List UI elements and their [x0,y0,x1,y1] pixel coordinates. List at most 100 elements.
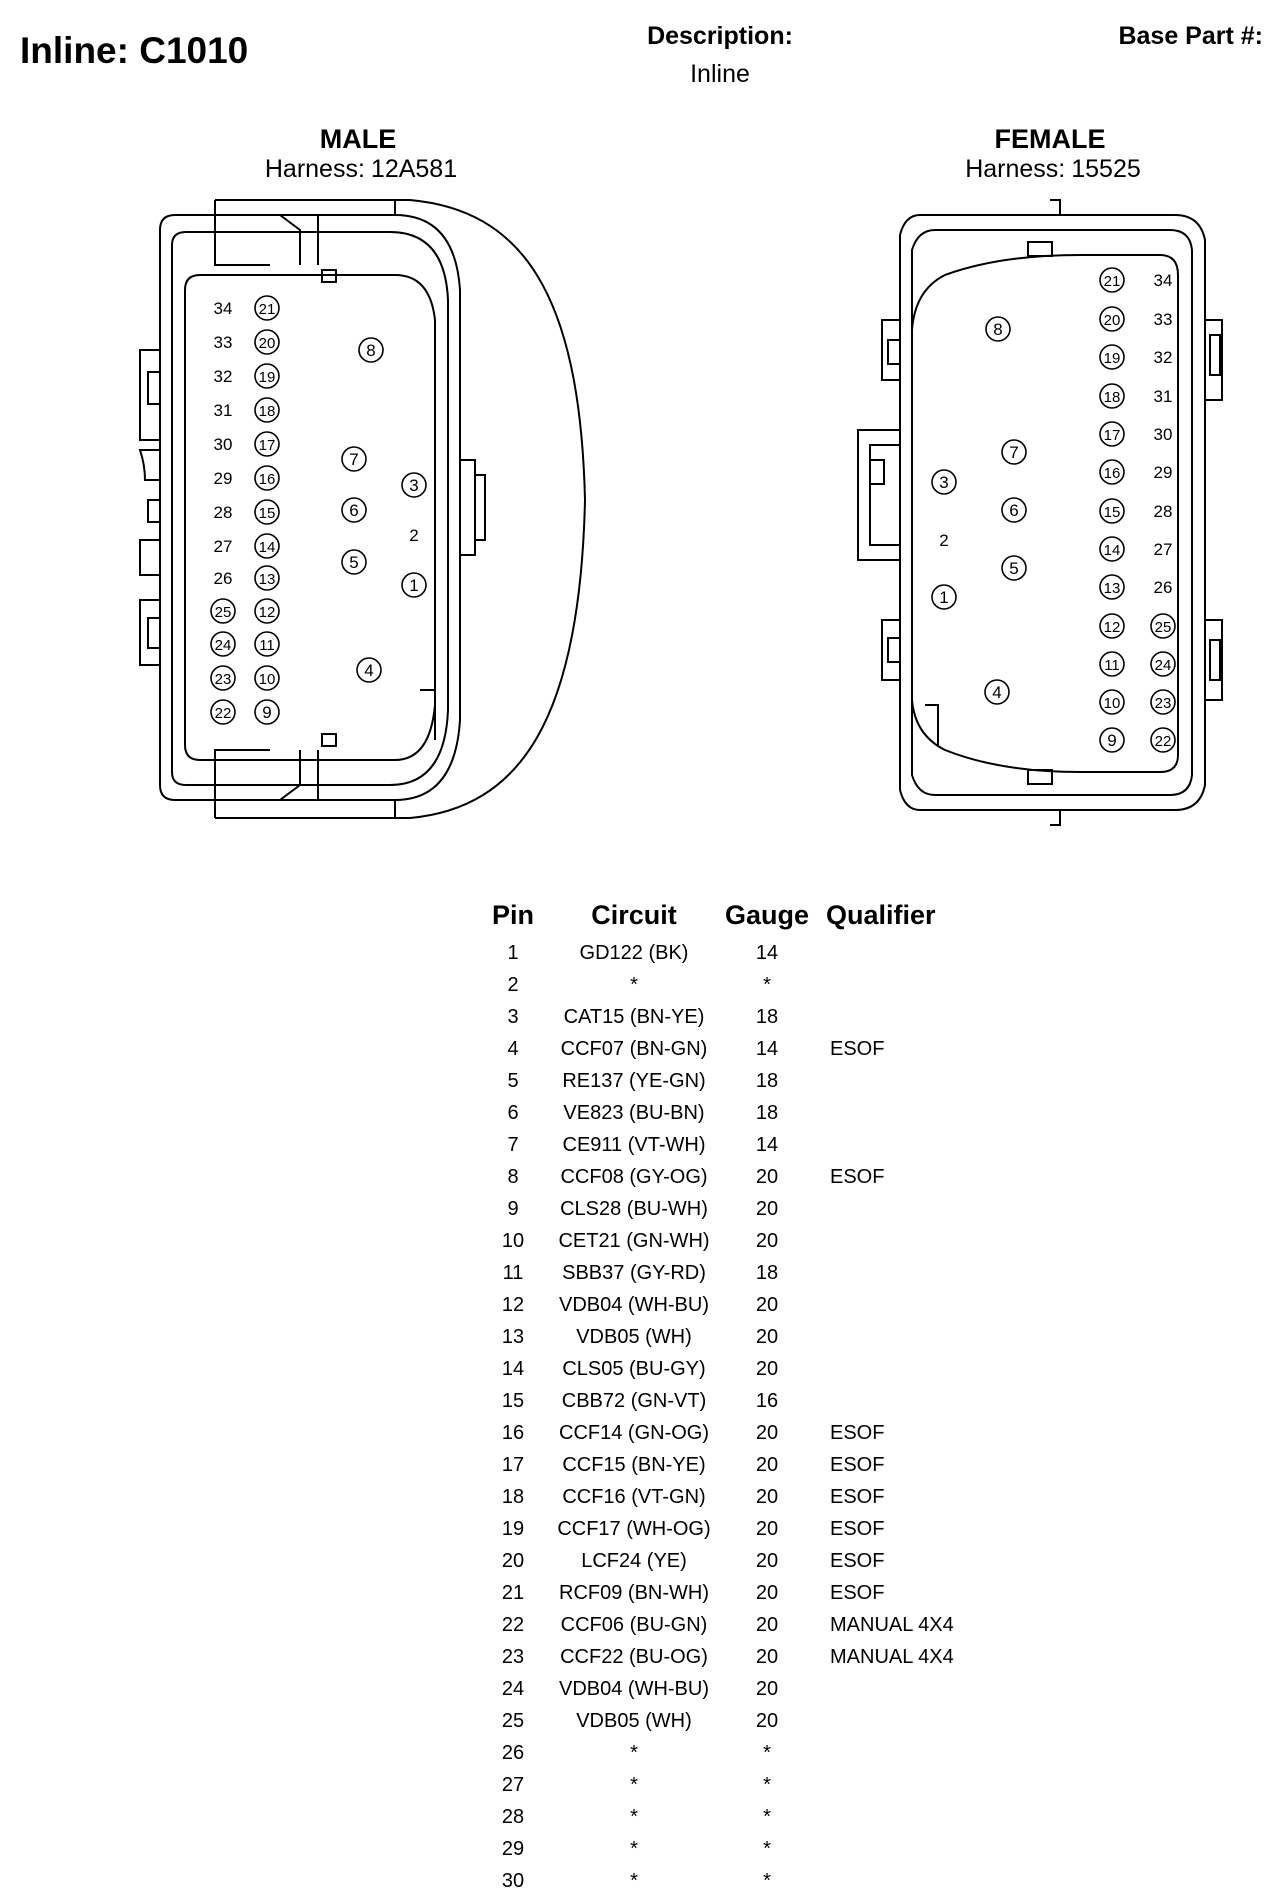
table-header-row: Pin Circuit Gauge Qualifier [474,897,1010,937]
gauge-cell: 20 [755,1421,779,1444]
male-pin-1: 1 [401,572,427,598]
qualifier-cell [818,1225,1010,1257]
description-label: Description: [647,22,793,50]
male-pin-label: 30 [214,435,233,454]
qualifier-cell: ESOF [830,1549,885,1572]
gauge-cell: 20 [755,1677,779,1700]
male-pin-label: 24 [215,637,232,654]
female-pin-ring [1099,689,1125,715]
male-pin-label: 29 [214,469,233,488]
qualifier-cell [818,1801,1010,1833]
pin-cell: 18 [501,1485,525,1508]
male-pin-ring [341,549,367,575]
pin-cell: 25 [501,1709,525,1732]
male-pin-ring [254,397,280,423]
table-row: 27** [474,1769,1010,1801]
female-pin-21: 21 [1099,267,1125,293]
female-pin-ring [1150,613,1176,639]
male-pin-26: 26 [214,569,233,588]
gauge-cell: 14 [755,941,779,964]
male-pin-label: 26 [214,569,233,588]
circuit-cell: VE823 (BU-BN) [563,1101,705,1124]
column-header-qualifier: Qualifier [826,899,936,930]
male-pin-ring [254,665,280,691]
male-pin-24: 24 [210,631,236,657]
base-part-label: Base Part #: [1118,22,1263,50]
circuit-cell: * [630,1869,638,1892]
male-pin-9: 9 [254,699,280,725]
description-value: Inline [690,60,750,88]
male-pin-12: 12 [254,598,280,624]
circuit-cell: LCF24 (YE) [581,1549,687,1572]
female-harness: Harness:15525 [900,154,1200,184]
male-pin-11: 11 [254,631,280,657]
qualifier-cell [818,1001,1010,1033]
male-pin-label: 15 [259,505,276,522]
qualifier-cell: ESOF [830,1037,885,1060]
male-pin-14: 14 [254,533,280,559]
female-pin-20: 20 [1099,306,1125,332]
male-pin-6: 6 [341,497,367,523]
male-pin-ring [254,465,280,491]
male-pin-label: 25 [215,604,232,621]
female-pin-ring [1099,421,1125,447]
female-pin-label: 4 [992,683,1001,702]
pin-cell: 15 [501,1389,525,1412]
qualifier-cell: MANUAL 4X4 [830,1613,954,1636]
male-pin-label: 8 [366,341,375,360]
female-pin-ring [1099,574,1125,600]
male-pin-ring [254,565,280,591]
gauge-cell: 20 [755,1453,779,1476]
female-harness-label: Harness: [965,155,1066,183]
qualifier-cell [818,937,1010,969]
gauge-cell: 20 [755,1645,779,1668]
pin-cell: 5 [507,1069,519,1092]
qualifier-cell [818,1737,1010,1769]
male-pin-label: 14 [259,539,276,556]
pin-cell: 27 [501,1773,525,1796]
male-pin-ring [254,363,280,389]
qualifier-cell: MANUAL 4X4 [830,1645,954,1668]
female-pin-29: 29 [1154,463,1173,482]
gauge-cell: 20 [755,1709,779,1732]
male-pin-label: 2 [409,526,418,545]
male-pin-31: 31 [214,401,233,420]
female-pin-ring [931,584,957,610]
male-pin-ring [210,598,236,624]
qualifier-cell [818,1193,1010,1225]
female-pin-1: 1 [931,584,957,610]
column-header-pin: Pin [491,899,534,930]
female-pin-label: 32 [1154,348,1173,367]
pin-cell: 24 [501,1677,525,1700]
male-pin-8: 8 [358,337,384,363]
pin-cell: 13 [501,1325,525,1348]
column-header-gauge: Gauge [724,899,810,930]
female-pin-label: 6 [1009,501,1018,520]
male-pin-label: 10 [259,671,276,688]
circuit-cell: CCF22 (BU-OG) [560,1645,708,1668]
female-pin-label: 10 [1104,695,1121,712]
gauge-cell: 20 [755,1581,779,1604]
female-pin-12: 12 [1099,613,1125,639]
male-pin-label: 22 [215,705,232,722]
female-pin-label: 7 [1009,443,1018,462]
male-pin-label: 13 [259,571,276,588]
qualifier-cell [818,1705,1010,1737]
female-pin-2: 2 [939,531,948,550]
gauge-cell: * [763,1837,771,1860]
male-pin-label: 20 [259,335,276,352]
male-pin-label: 3 [409,476,418,495]
male-pin-label: 7 [349,450,358,469]
female-role-label: FEMALE [994,124,1106,154]
circuit-cell: CCF17 (WH-OG) [557,1517,711,1540]
female-pin-label: 23 [1155,695,1172,712]
female-pin-27: 27 [1154,540,1173,559]
pin-cell: 11 [502,1261,524,1284]
pin-cell: 2 [507,973,519,996]
male-pin-17: 17 [254,431,280,457]
female-pin-label: 8 [993,320,1002,339]
